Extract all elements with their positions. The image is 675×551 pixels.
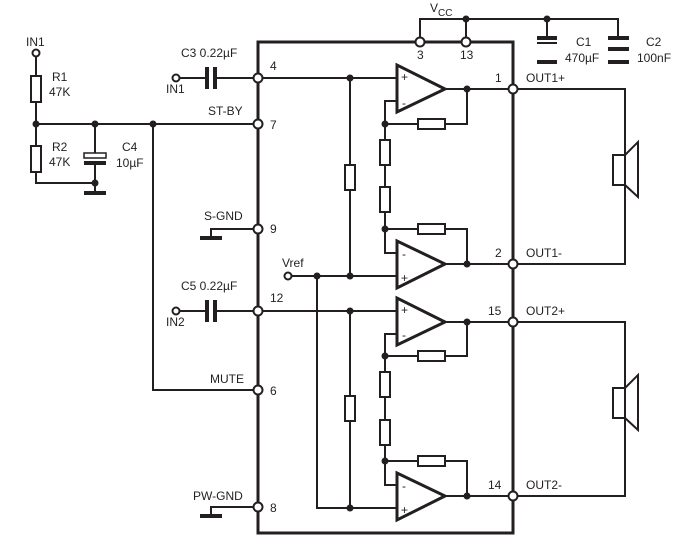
- r1-value: 47K: [49, 85, 70, 99]
- capacitor-c4: [83, 152, 107, 165]
- in2-terminal: [171, 306, 181, 316]
- svg-text:-: -: [402, 479, 406, 493]
- pin-1-label: 1: [495, 71, 502, 85]
- amplifier-2: -+: [395, 238, 449, 291]
- pin-13-label: 13: [460, 48, 474, 62]
- pin-9-label: 9: [270, 222, 277, 236]
- c2-name: C2: [646, 35, 662, 49]
- c1-name: C1: [576, 35, 592, 49]
- pin-4-label: 4: [270, 59, 277, 73]
- c2-value: 100nF: [637, 51, 671, 65]
- s-gnd-ground-icon: [200, 236, 222, 240]
- pin-14-label: 14: [488, 478, 502, 492]
- pin-8-label: 8: [270, 501, 277, 515]
- pw-gnd-label: PW-GND: [193, 489, 243, 503]
- ground-icon: [84, 191, 106, 195]
- svg-text:+: +: [401, 70, 408, 84]
- amplifier-3: +-: [395, 295, 449, 348]
- resistor-r2: [30, 145, 42, 173]
- speaker-2-icon: [612, 372, 639, 433]
- speaker-1-icon: [612, 139, 639, 200]
- capacitor-c3: [205, 67, 209, 89]
- st-by-label: ST-BY: [208, 104, 243, 118]
- pin-3-label: 3: [417, 48, 424, 62]
- vref-label: Vref: [282, 256, 304, 270]
- mute-label: MUTE: [210, 372, 244, 386]
- in2-label: IN2: [166, 315, 185, 329]
- s-gnd-label: S-GND: [204, 209, 243, 223]
- out2-minus-label: OUT2-: [526, 478, 562, 492]
- in1-label: IN1: [166, 82, 185, 96]
- in1-terminal-top: [31, 48, 41, 58]
- svg-text:-: -: [402, 96, 406, 110]
- capacitor-c5: [205, 300, 209, 322]
- in1-top-label: IN1: [26, 35, 45, 49]
- r2-name: R2: [52, 140, 68, 154]
- amplifier-4: -+: [395, 470, 449, 523]
- vcc-label: VCC: [430, 1, 452, 19]
- c4-name: C4: [122, 140, 138, 154]
- pw-gnd-ground-icon: [200, 514, 222, 518]
- svg-text:+: +: [401, 271, 408, 285]
- capacitor-c2: [608, 36, 629, 64]
- svg-text:+: +: [401, 303, 408, 317]
- pin-15-label: 15: [488, 304, 502, 318]
- in1-terminal: [171, 73, 181, 83]
- svg-text:+: +: [401, 503, 408, 517]
- c3-label: C3 0.22µF: [181, 46, 237, 60]
- r2-value: 47K: [49, 155, 70, 169]
- pin-6-label: 6: [270, 384, 277, 398]
- c5-label: C5 0.22µF: [181, 279, 237, 293]
- vref-terminal: [283, 271, 293, 281]
- ic-package: [256, 40, 515, 535]
- pin-2-label: 2: [495, 246, 502, 260]
- out2-plus-label: OUT2+: [526, 304, 565, 318]
- svg-text:-: -: [402, 328, 406, 342]
- resistor-r1: [30, 75, 42, 103]
- svg-text:-: -: [402, 247, 406, 261]
- pin-7-label: 7: [270, 118, 277, 132]
- c1-value: 470µF: [565, 51, 599, 65]
- out1-plus-label: OUT1+: [526, 71, 565, 85]
- amplifier-1: +-: [395, 62, 449, 115]
- internal-wiring: [258, 74, 513, 512]
- r1-name: R1: [52, 70, 68, 84]
- c4-value: 10µF: [116, 156, 144, 170]
- pin-terminals: [252, 36, 519, 513]
- pin-12-label: 12: [270, 291, 284, 305]
- out1-minus-label: OUT1-: [526, 246, 562, 260]
- capacitor-c1: [537, 36, 557, 64]
